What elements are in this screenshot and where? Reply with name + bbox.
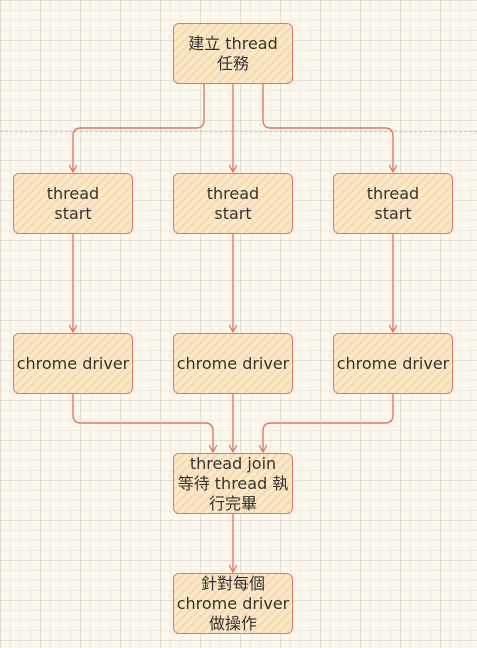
thread-start-node-2: thread start: [173, 173, 293, 234]
thread-start-label-1: thread start: [46, 183, 100, 223]
edge-driver-1-to-join: [72, 394, 213, 451]
create-thread-task-label: 建立 thread 任務: [188, 33, 278, 73]
thread-join-node: thread join 等待 thread 執 行完畢: [173, 453, 293, 514]
operate-driver-label: 針對每個 chrome driver 做操作: [176, 573, 290, 633]
page-divider: [0, 131, 477, 132]
edge-create-to-start-3: [262, 84, 393, 171]
chrome-driver-label-2: chrome driver: [176, 353, 290, 373]
chrome-driver-node-2: chrome driver: [173, 333, 293, 394]
chrome-driver-label-3: chrome driver: [336, 353, 450, 373]
create-thread-task-node: 建立 thread 任務: [173, 23, 293, 84]
thread-start-node-1: thread start: [13, 173, 133, 234]
edge-driver-3-to-join: [263, 394, 394, 451]
chrome-driver-label-1: chrome driver: [16, 353, 130, 373]
edge-create-to-start-1: [73, 84, 205, 171]
operate-driver-node: 針對每個 chrome driver 做操作: [173, 573, 293, 634]
thread-start-label-3: thread start: [366, 183, 420, 223]
chrome-driver-node-1: chrome driver: [13, 333, 133, 394]
thread-start-label-2: thread start: [206, 183, 260, 223]
chrome-driver-node-3: chrome driver: [333, 333, 453, 394]
thread-start-node-3: thread start: [333, 173, 453, 234]
thread-join-label: thread join 等待 thread 執 行完畢: [177, 453, 289, 513]
